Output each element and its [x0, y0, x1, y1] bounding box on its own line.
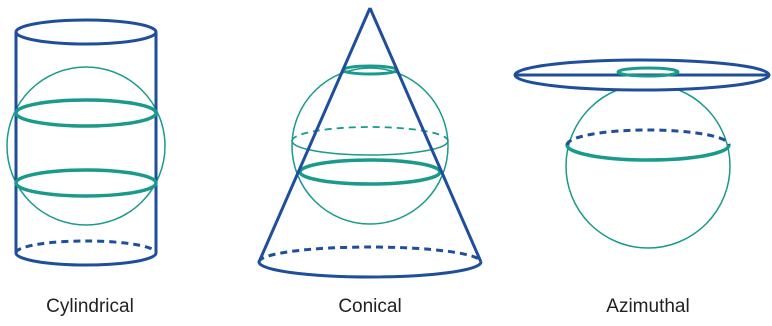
cylindrical-globe — [6, 66, 166, 226]
cone-right-side — [368, 7, 483, 263]
azimuthal-globe — [565, 83, 731, 249]
azimuthal-parallel-back — [565, 128, 731, 146]
cone-left-side — [257, 7, 372, 263]
cylinder-top-rim — [14, 18, 158, 46]
conical-globe — [291, 67, 449, 225]
cylinder-bottom-rim-back — [14, 239, 158, 254]
conical-standard-parallel — [298, 158, 442, 186]
azimuthal-parallel-front — [565, 144, 731, 162]
conical-label: Conical — [338, 296, 402, 317]
azimuthal-projection-figure — [513, 58, 771, 249]
cone-base-front — [257, 261, 483, 279]
cylindrical-projection-figure — [6, 18, 166, 267]
conical-equator-front — [291, 140, 449, 156]
conical-projection-figure — [257, 7, 483, 279]
cylindrical-standard-parallel-north — [14, 98, 158, 128]
cone-base-back — [257, 245, 483, 263]
cylindrical-label: Cylindrical — [46, 296, 134, 317]
cylindrical-standard-parallel-south — [14, 168, 158, 198]
azimuthal-label: Azimuthal — [606, 296, 690, 317]
azimuthal-tangent-point — [616, 66, 680, 78]
cylinder-bottom-rim-front — [14, 252, 158, 267]
